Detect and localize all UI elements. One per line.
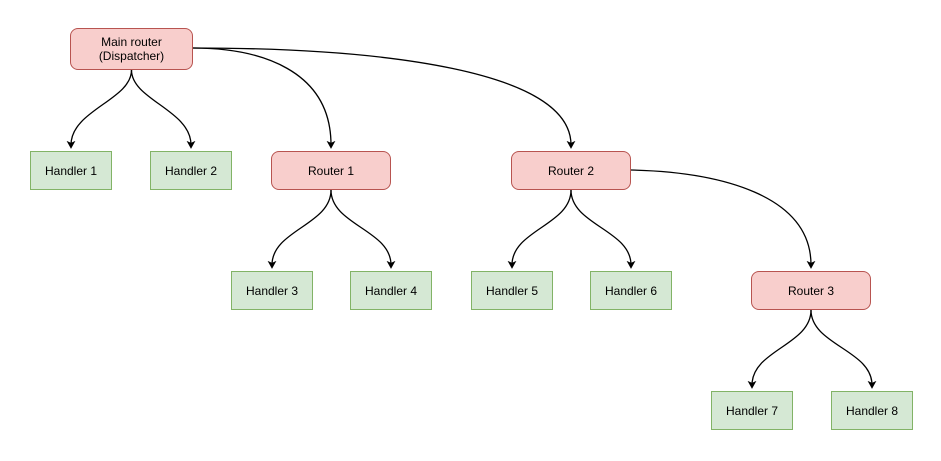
node-label-handler-6: Handler 6 xyxy=(604,283,658,298)
node-label-handler-2: Handler 2 xyxy=(164,163,218,178)
edge-router-3-to-handler-7 xyxy=(747,309,812,389)
node-label-handler-3: Handler 3 xyxy=(245,283,299,298)
node-label-router-2: Router 2 xyxy=(547,163,595,178)
edge-main-to-handler-2 xyxy=(130,69,196,149)
node-handler-1[interactable]: Handler 1 xyxy=(30,151,112,190)
edge-router-2-to-router-3 xyxy=(630,169,816,269)
node-handler-4[interactable]: Handler 4 xyxy=(350,271,432,310)
edge-main-to-router-1 xyxy=(192,47,336,149)
node-router-2[interactable]: Router 2 xyxy=(511,151,631,190)
node-router-1[interactable]: Router 1 xyxy=(271,151,391,190)
node-label-handler-5: Handler 5 xyxy=(485,283,539,298)
node-handler-2[interactable]: Handler 2 xyxy=(150,151,232,190)
edge-router-1-to-handler-3 xyxy=(267,189,332,269)
edge-router-3-to-handler-8 xyxy=(810,309,877,389)
node-handler-5[interactable]: Handler 5 xyxy=(471,271,553,310)
node-handler-6[interactable]: Handler 6 xyxy=(590,271,672,310)
edge-router-2-to-handler-5 xyxy=(507,189,572,269)
edge-main-to-router-2 xyxy=(192,47,576,149)
node-main-router[interactable]: Main router (Dispatcher) xyxy=(70,28,193,70)
node-label-handler-8: Handler 8 xyxy=(845,403,899,418)
edge-main-to-handler-1 xyxy=(66,69,133,149)
node-handler-7[interactable]: Handler 7 xyxy=(711,391,793,430)
node-label-handler-1: Handler 1 xyxy=(44,163,98,178)
node-label-router-3: Router 3 xyxy=(787,283,835,298)
node-label-handler-7: Handler 7 xyxy=(725,403,779,418)
edge-router-2-to-handler-6 xyxy=(570,189,636,269)
node-handler-8[interactable]: Handler 8 xyxy=(831,391,913,430)
node-handler-3[interactable]: Handler 3 xyxy=(231,271,313,310)
node-label-main-router: Main router (Dispatcher) xyxy=(98,35,165,63)
edge-router-1-to-handler-4 xyxy=(330,189,396,269)
node-label-handler-4: Handler 4 xyxy=(364,283,418,298)
node-label-router-1: Router 1 xyxy=(307,163,355,178)
edges-group xyxy=(66,47,877,389)
node-router-3[interactable]: Router 3 xyxy=(751,271,871,310)
